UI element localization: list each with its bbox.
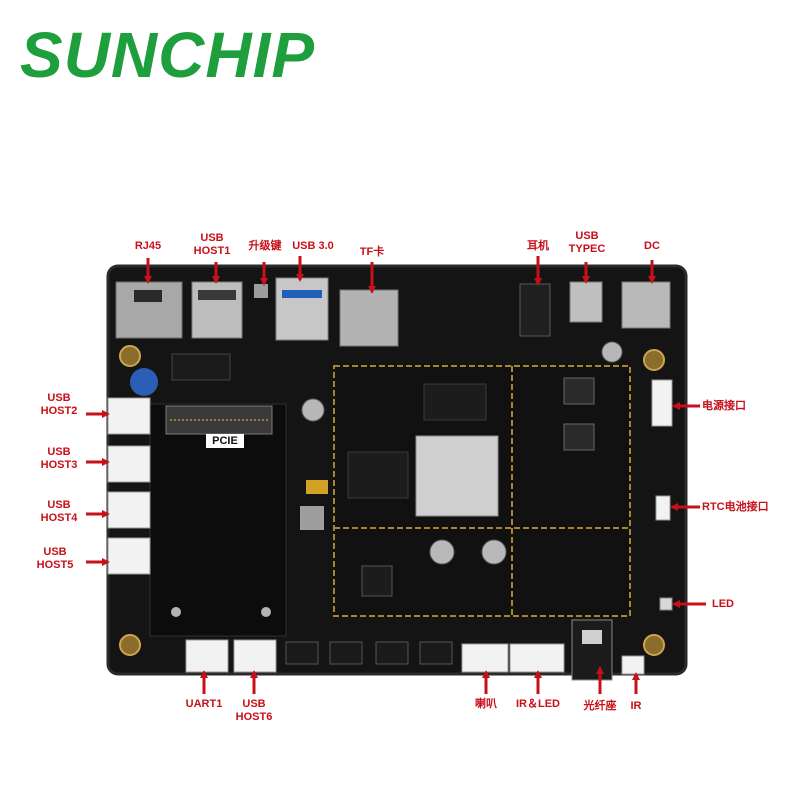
dc-jack <box>621 281 671 329</box>
rtc-connector <box>655 495 671 521</box>
pcie-slot <box>149 403 287 637</box>
mounting-holes <box>119 345 665 656</box>
audio-chip <box>361 565 393 597</box>
label-usb-host3: USB HOST3 <box>40 446 78 471</box>
label-usb-host4: USB HOST4 <box>40 499 78 524</box>
sunchip-logo: SUNCHIP <box>20 19 316 91</box>
label-earphone: 耳机 <box>527 240 549 252</box>
blue-capacitor <box>130 368 158 396</box>
power-connector <box>651 379 673 427</box>
earphone-jack <box>519 283 551 337</box>
led-component <box>659 597 673 611</box>
label-upgrade-key: 升级键 <box>248 240 282 252</box>
yellow-tantalum <box>306 480 328 494</box>
label-rj45: RJ45 <box>134 240 162 252</box>
inductor-2 <box>563 423 595 451</box>
label-power-connector: 电源接口 <box>702 400 746 412</box>
lan-transformer <box>171 353 231 381</box>
label-tf-card: TF卡 <box>359 246 385 258</box>
label-led: LED <box>712 598 734 610</box>
label-rtc-battery: RTC电池接口 <box>702 501 769 513</box>
bottom-connectors <box>185 639 645 675</box>
label-usb30: USB 3.0 <box>292 240 334 252</box>
inductor-1 <box>563 377 595 405</box>
soc-heatspreader <box>415 435 499 517</box>
label-ir: IR <box>630 700 642 712</box>
annotation-arrows <box>86 256 706 694</box>
memory-chip-1 <box>423 383 487 421</box>
label-usb-host6: USB HOST6 <box>235 698 273 723</box>
optical-fiber-socket <box>571 619 613 681</box>
pcie-label: PCIE <box>206 434 244 448</box>
usb30-port <box>275 277 329 341</box>
usb-typec-port <box>569 281 603 323</box>
tf-card-slot <box>339 289 399 347</box>
label-usb-host2: USB HOST2 <box>40 392 78 417</box>
memory-chip-2 <box>347 451 409 499</box>
label-uart1: UART1 <box>185 698 223 710</box>
label-usb-typec: USB TYPEC <box>568 230 606 255</box>
label-ir-led: IR＆LED <box>516 698 560 710</box>
cap-100uf <box>429 539 455 565</box>
label-optical-fiber: 光纤座 <box>583 700 617 712</box>
label-speaker: 喇叭 <box>475 698 497 710</box>
label-dc: DC <box>644 240 660 252</box>
label-usb-host5: USB HOST5 <box>36 546 74 571</box>
left-connectors <box>107 397 151 575</box>
label-usb-host1: USB HOST1 <box>193 232 231 257</box>
electrolytic-cap-top <box>301 398 325 422</box>
upgrade-key-button <box>254 284 268 298</box>
